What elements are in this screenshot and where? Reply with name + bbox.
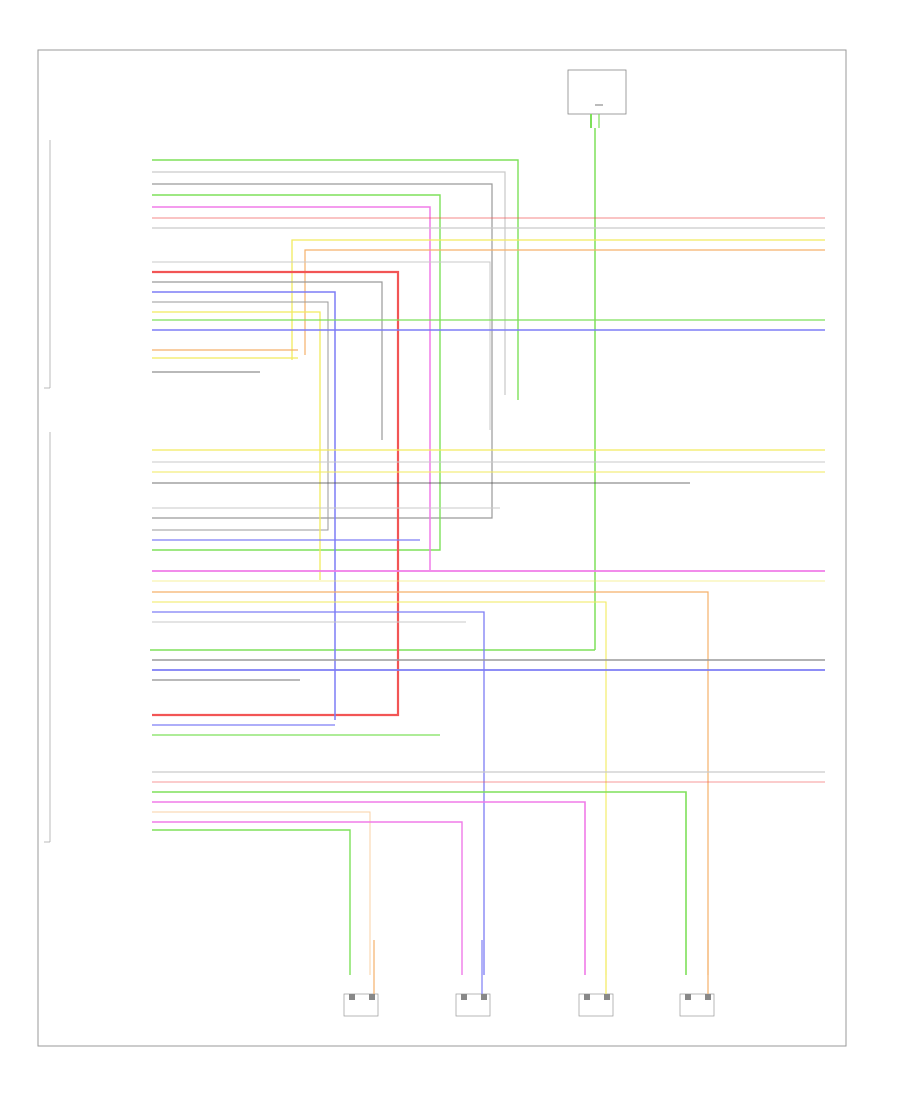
speaker-box (455, 993, 491, 1017)
speaker-terminal (481, 994, 487, 1000)
speaker-terminal (604, 994, 610, 1000)
upper-block (44, 140, 825, 720)
speaker-terminal (349, 994, 355, 1000)
speaker-4 (679, 993, 715, 1017)
speaker-3 (578, 993, 614, 1017)
speaker-group (343, 940, 715, 1017)
speaker-box (343, 993, 379, 1017)
speaker-box (679, 993, 715, 1017)
speaker-box (578, 993, 614, 1017)
speaker-1 (343, 993, 379, 1017)
speaker-terminal (461, 994, 467, 1000)
speaker-terminal (705, 994, 711, 1000)
speaker-2 (455, 993, 491, 1017)
lower-block (44, 432, 825, 975)
diagram-frame (37, 49, 847, 1047)
speaker-terminal (685, 994, 691, 1000)
top-connector (567, 69, 627, 128)
speaker-terminal (369, 994, 375, 1000)
speaker-terminal (584, 994, 590, 1000)
